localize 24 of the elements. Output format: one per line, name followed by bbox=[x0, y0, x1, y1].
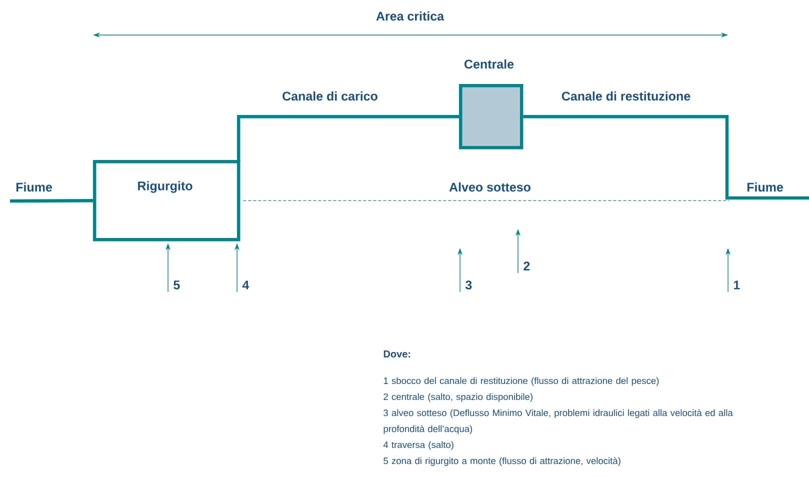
river-label: Fiume bbox=[747, 182, 783, 192]
callout-number: 5 bbox=[174, 280, 180, 290]
legend-text: 3 alveo sotteso (Deflusso Minimo Vitale, problemi idraulici legati alla velocità ed alla profondità dell’acqua) bbox=[384, 409, 733, 434]
node-label: Centrale bbox=[464, 59, 514, 69]
power-station-box: Centrale bbox=[459, 59, 524, 150]
legend-heading: Dove: bbox=[384, 350, 410, 358]
legend-text: 1 sbocco del canale di restituzione (flusso di attrazione del pesce) bbox=[384, 377, 659, 386]
reservoir-box: Rigurgito bbox=[93, 160, 240, 242]
legend-text: 2 centrale (salto, spazio disponibile) bbox=[384, 393, 532, 402]
edge-label: Alveo sotteso bbox=[449, 182, 530, 192]
edge-label: Fiume bbox=[16, 182, 52, 192]
channel-line bbox=[237, 115, 459, 162]
callout-number: 2 bbox=[524, 262, 530, 270]
callout-number: 4 bbox=[242, 280, 250, 290]
legend-text: 4 traversa (salto) bbox=[383, 441, 454, 450]
edge-label: Canale di carico bbox=[282, 91, 378, 101]
dashed-line bbox=[242, 200, 730, 201]
channel-line bbox=[10, 199, 93, 203]
channel-line bbox=[523, 115, 809, 200]
callout-number: 1 bbox=[734, 280, 740, 290]
edge-label: Canale di restituzione bbox=[562, 91, 690, 101]
legend-text: 5 zona di rigurgito a monte (flusso di attrazione, velocità) bbox=[384, 457, 620, 466]
dimension-label: Area critica bbox=[376, 11, 444, 21]
callout-number: 3 bbox=[465, 280, 472, 290]
